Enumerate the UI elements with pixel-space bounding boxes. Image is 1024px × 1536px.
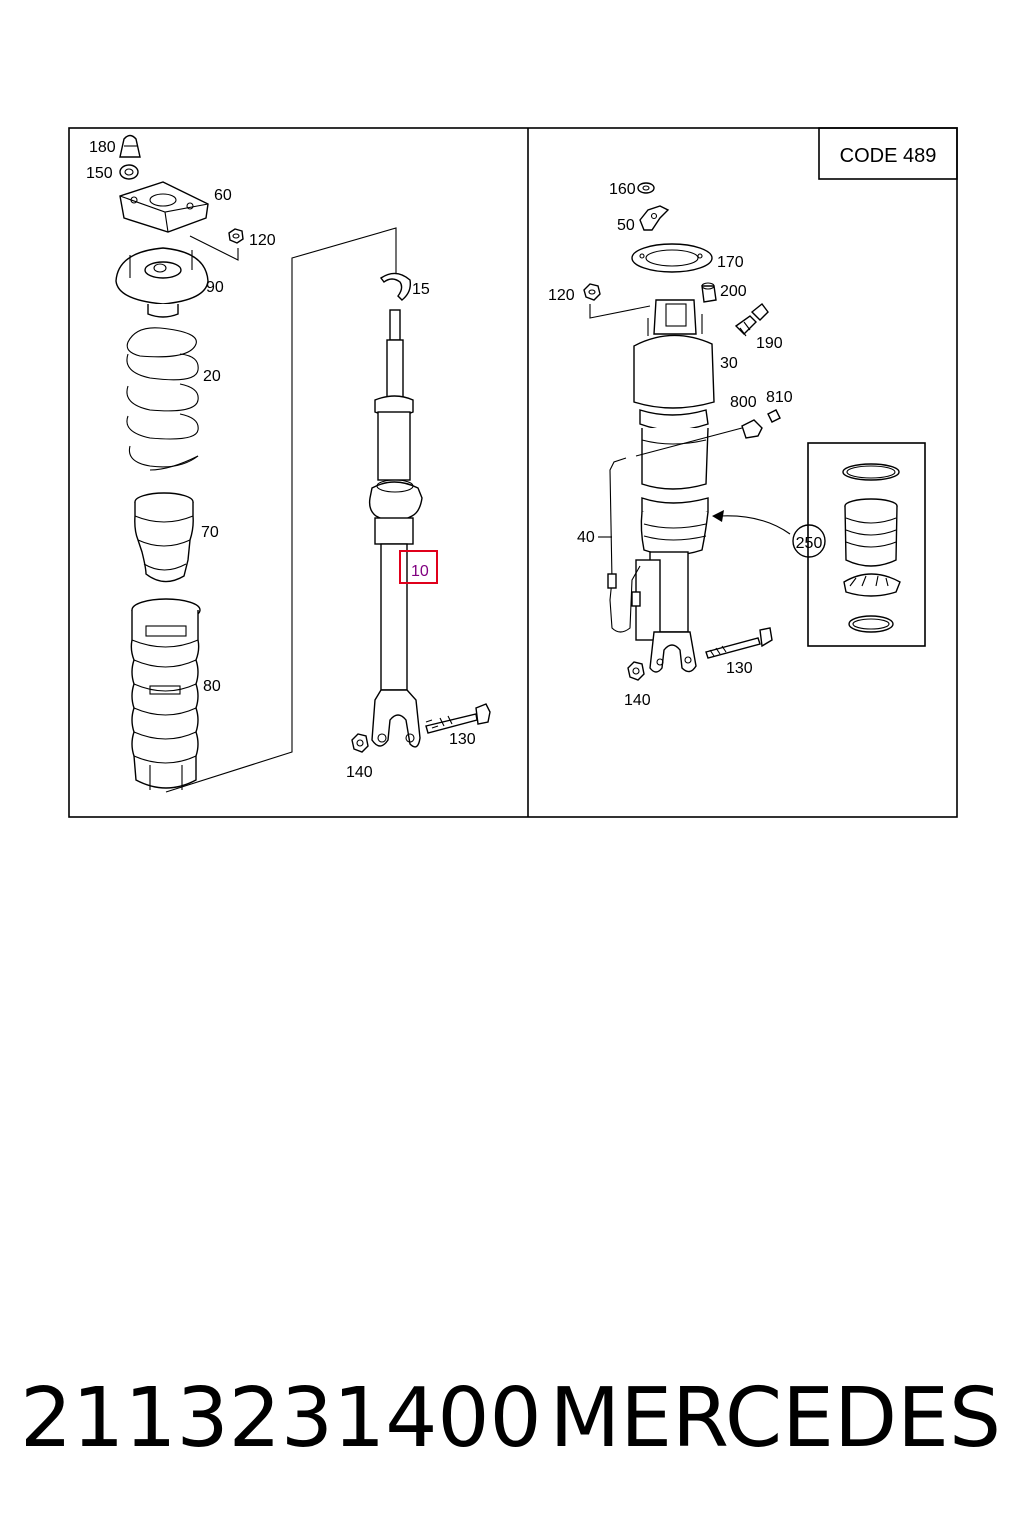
- callout-10: 10: [411, 563, 429, 580]
- part-200-fitting: [701, 282, 717, 303]
- part-30-air-strut: [633, 299, 715, 673]
- callout-160: 160: [609, 181, 636, 198]
- callout-140-left: 140: [346, 764, 373, 781]
- callout-15: 15: [412, 281, 430, 298]
- code-label: CODE 489: [840, 145, 937, 167]
- part-190-valve: [734, 303, 769, 337]
- part-70-bump-stop: [134, 492, 194, 583]
- right-panel: 160 50 170 200 120: [548, 181, 926, 709]
- callout-circle-250: [792, 524, 826, 558]
- callout-180: 180: [89, 139, 116, 156]
- code-box: [818, 127, 958, 180]
- callout-60: 60: [214, 187, 232, 204]
- callout-40: 40: [577, 529, 595, 546]
- part-140-nut-left: [351, 733, 369, 753]
- part-130-bolt-right: [705, 627, 773, 659]
- callout-30: 30: [720, 355, 738, 372]
- part-40-sensor-line: [607, 457, 641, 633]
- callout-140-right: 140: [624, 692, 651, 709]
- part-130-bolt-left: [425, 703, 491, 734]
- part-80-dust-boot: [130, 598, 201, 790]
- kit-250-parts: [842, 463, 901, 633]
- leader-bracket-left: [165, 227, 397, 793]
- highlight-box-10: [399, 550, 438, 584]
- diagram-frame: [68, 127, 958, 818]
- callout-170: 170: [717, 254, 744, 271]
- part-170-gasket: [631, 243, 713, 273]
- part-15-clip: [379, 272, 412, 301]
- brand-name: MERCEDES: [549, 1371, 1001, 1466]
- callout-250: 250: [796, 535, 823, 552]
- callout-50: 50: [617, 217, 635, 234]
- leader-120-right: [589, 304, 651, 319]
- part-60-mount-plate: [119, 181, 209, 233]
- part-20-coil-spring: [126, 327, 199, 471]
- arrow-250: [712, 510, 791, 535]
- part-180-cap: [119, 134, 141, 158]
- left-panel: 180 150 60 120: [86, 134, 491, 793]
- callout-810: 810: [766, 389, 793, 406]
- callout-130-left: 130: [449, 731, 476, 748]
- part-50-bracket: [639, 205, 670, 231]
- kit-250-box: [807, 442, 926, 647]
- callout-80: 80: [203, 678, 221, 695]
- callout-130-right: 130: [726, 660, 753, 677]
- part-150-nut: [119, 164, 139, 180]
- callout-120-right: 120: [548, 287, 575, 304]
- part-120-nut: [228, 228, 244, 244]
- callout-70: 70: [201, 524, 219, 541]
- part-10-shock-absorber: [368, 309, 438, 748]
- part-800-810-connector: [635, 409, 781, 457]
- part-90-top-mount: [115, 247, 209, 318]
- callout-90: 90: [206, 279, 224, 296]
- leader-120: [189, 235, 239, 261]
- part-140-nut-right: [627, 661, 645, 681]
- callout-120-left: 120: [249, 232, 276, 249]
- callout-190: 190: [756, 335, 783, 352]
- callout-150: 150: [86, 165, 113, 182]
- part-160-washer: [637, 182, 655, 194]
- callout-20: 20: [203, 368, 221, 385]
- callout-200: 200: [720, 283, 747, 300]
- callout-800: 800: [730, 394, 757, 411]
- part-number: 2113231400: [20, 1371, 542, 1466]
- part-120-nut-right: [583, 283, 601, 301]
